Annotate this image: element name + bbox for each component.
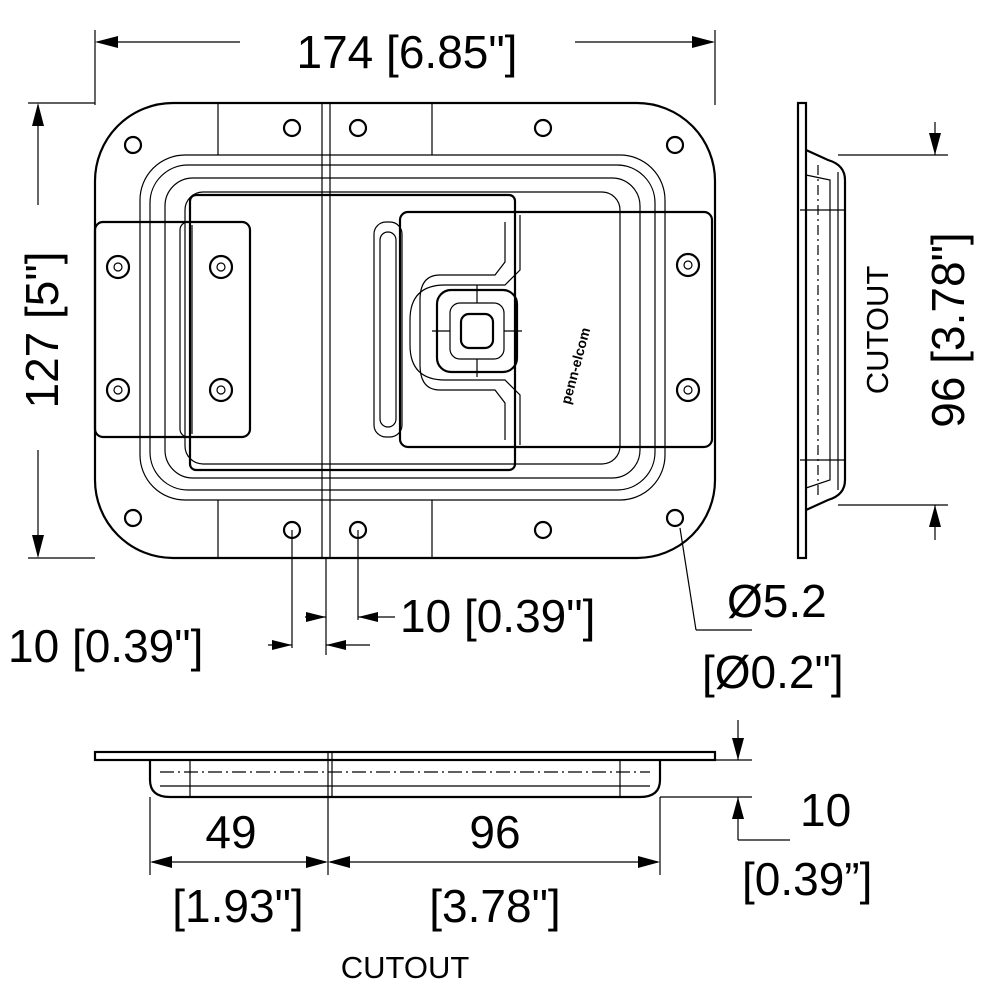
bottom-left-in: [1.93"]	[172, 880, 303, 932]
width-label: 174 [6.85"]	[297, 26, 518, 78]
hole-spacing-right-label: 10 [0.39"]	[400, 590, 595, 642]
dim-hole-diameter: Ø5.2 [Ø0.2"]	[679, 527, 844, 698]
side-flange	[796, 101, 808, 560]
height-label: 127 [5"]	[16, 251, 68, 408]
dish-floor	[164, 177, 641, 479]
handle-plate	[398, 210, 714, 449]
hole	[123, 135, 143, 155]
side-cutout-value: 96 [3.78"]	[922, 232, 974, 427]
mounting-holes	[123, 118, 685, 540]
bottom-flange	[93, 750, 717, 762]
hole	[665, 135, 685, 155]
dish-floor-inner	[184, 191, 621, 465]
bottom-left-mm: 49	[205, 806, 256, 858]
bottom-mid-mm: 96	[469, 806, 520, 858]
key-cylinder	[459, 312, 495, 350]
hole	[533, 118, 553, 138]
dish-outer	[139, 154, 666, 501]
depth-mm: 10	[800, 784, 851, 836]
dish-inner	[149, 164, 656, 491]
hole-diameter-mm: Ø5.2	[727, 575, 827, 627]
hole	[533, 520, 553, 540]
hole	[123, 508, 143, 528]
side-cutout-label: CUTOUT	[860, 266, 895, 395]
dim-bottom: 49 [1.93"] 96 [3.78"] CUTOUT	[149, 797, 661, 985]
dim-side-cutout: CUTOUT 96 [3.78"]	[838, 122, 974, 540]
top-view: penn-elcom	[93, 101, 717, 560]
dim-height: 127 [5"]	[16, 102, 95, 559]
hole	[282, 118, 302, 138]
bottom-view	[93, 750, 717, 799]
hole	[348, 118, 368, 138]
hole	[665, 508, 685, 528]
hasp-plate	[93, 220, 252, 439]
latch-body	[188, 193, 517, 472]
rivets	[105, 252, 701, 403]
side-view	[796, 101, 847, 560]
hole-spacing-left-label: 10 [0.39"]	[8, 620, 203, 672]
bottom-mid-in: [3.78"]	[429, 880, 560, 932]
side-dish	[805, 148, 847, 512]
bottom-dish	[148, 760, 662, 799]
hole-diameter-in: [Ø0.2"]	[702, 646, 844, 698]
brand-logo: penn-elcom	[557, 326, 593, 406]
depth-in: [0.39”]	[742, 853, 872, 905]
dim-hole-spacing: 10 [0.39"] 10 [0.39"]	[8, 530, 595, 672]
dim-depth: 10 [0.39”]	[660, 720, 872, 905]
bottom-cutout-label: CUTOUT	[341, 950, 470, 985]
dim-width: 174 [6.85"]	[94, 26, 716, 105]
